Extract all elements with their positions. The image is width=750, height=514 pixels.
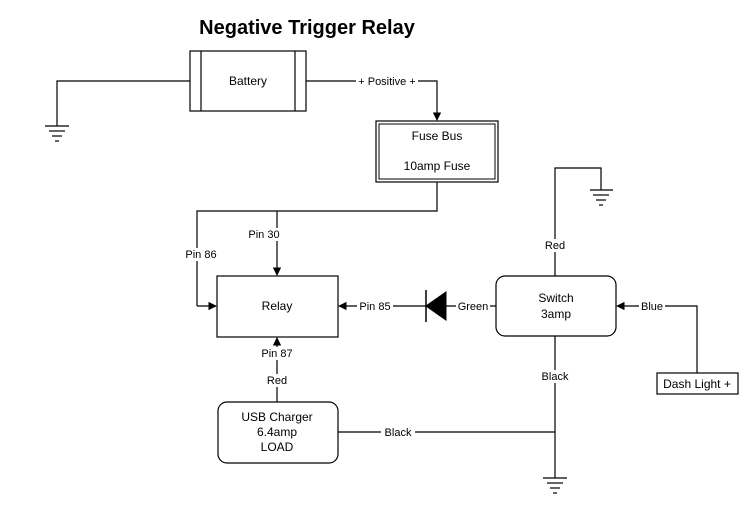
ground-icon xyxy=(590,189,613,206)
ground-icon xyxy=(543,477,567,494)
pin87-label: Pin 87 xyxy=(261,348,292,360)
switch-red-label: Red xyxy=(545,240,565,252)
battery-ground-wire xyxy=(56,80,190,126)
usb-charger-load: LOAD xyxy=(261,440,294,454)
usb-charger-component: USB Charger 6.4amp LOAD xyxy=(217,401,339,464)
ground-icon xyxy=(45,125,69,142)
fuse-rating: 10amp Fuse xyxy=(404,159,471,173)
usb-black-label: Black xyxy=(385,427,412,439)
pin30-label: Pin 30 xyxy=(248,229,279,241)
battery-label: Battery xyxy=(229,74,267,88)
usb-charger-rating: 6.4amp xyxy=(257,425,297,439)
battery-positive-wire xyxy=(306,80,442,121)
usb-red-label: Red xyxy=(267,375,287,387)
relay-component: Relay xyxy=(216,275,339,338)
green-label: Green xyxy=(458,301,489,313)
relay-label: Relay xyxy=(262,299,293,313)
blue-wire xyxy=(616,301,698,373)
battery-component: Battery xyxy=(189,50,307,112)
usb-charger-label: USB Charger xyxy=(241,410,312,424)
switch-rating: 3amp xyxy=(541,307,571,321)
pin86-label: Pin 86 xyxy=(185,249,216,261)
fuse-bus-title: Fuse Bus xyxy=(412,129,463,143)
positive-label: + Positive + xyxy=(358,76,415,88)
switch-red-wire xyxy=(554,167,602,276)
switch-black-label: Black xyxy=(542,371,569,383)
fuse-bus-component: Fuse Bus 10amp Fuse xyxy=(375,120,499,183)
diode-icon xyxy=(425,290,447,322)
diagram-title: Negative Trigger Relay xyxy=(199,17,416,39)
switch-component: Switch 3amp xyxy=(495,275,617,337)
blue-label: Blue xyxy=(641,301,663,313)
dash-light-component: Dash Light + xyxy=(656,372,739,395)
pin85-label: Pin 85 xyxy=(359,301,390,313)
dash-light-label: Dash Light + xyxy=(663,377,731,391)
switch-label: Switch xyxy=(538,291,573,305)
